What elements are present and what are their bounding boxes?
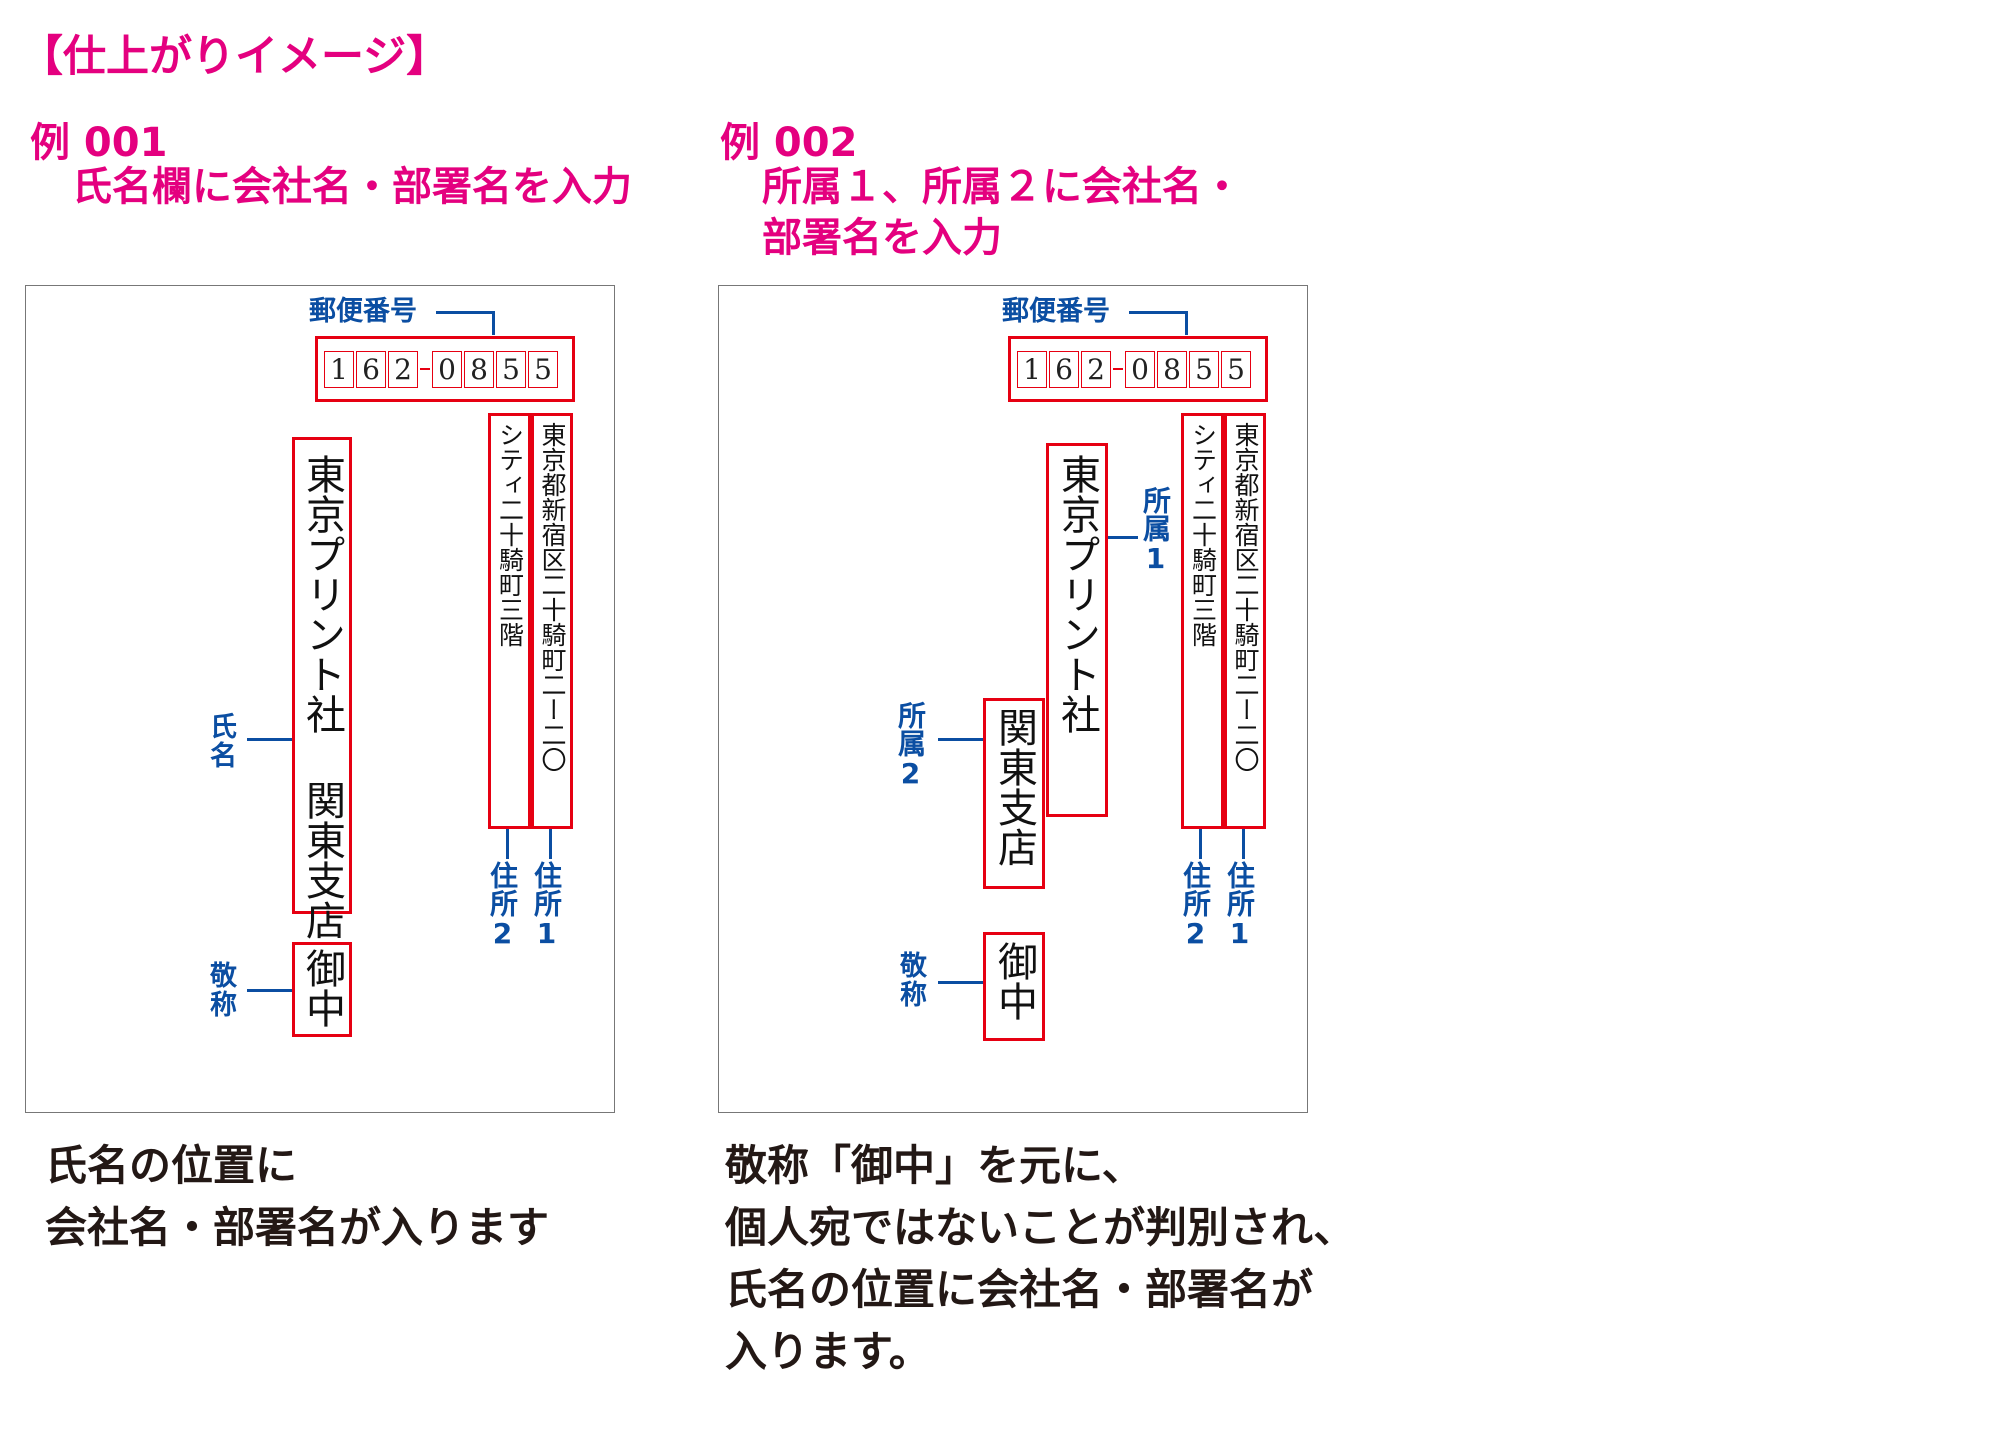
caption-line: 氏名の位置に会社名・部署名が [725,1265,1314,1314]
affiliation-1-connector [1108,536,1138,539]
example-2-subtitle-line: 所属１、所属２に会社名・ [762,164,1242,210]
postal-code-connector-drop [492,311,495,335]
postal-digit: 6 [356,350,386,388]
address-1-label: 住所1 [1223,861,1256,950]
postal-code-label: 郵便番号 [1002,296,1110,327]
postal-code-box: 1 6 2 0 8 5 5 [1008,336,1268,402]
postal-digit: 0 [1125,350,1155,388]
postal-digit: 1 [1017,350,1047,388]
address-1-connector [549,829,552,859]
postal-dash [1113,368,1123,370]
name-connector [247,738,292,741]
example-1-number: 例 001 [30,120,168,166]
honorific-label: 敬称 [205,961,236,1019]
address-1-label: 住所1 [530,861,563,950]
postal-digit: 2 [388,350,418,388]
example-2-envelope-card: 郵便番号 1 6 2 0 8 5 5 東京都新宿区二十騎町二ー二〇 シティ二十騎… [718,285,1308,1113]
postal-code-connector [436,311,494,314]
example-2-number: 例 002 [720,120,858,166]
postal-digit: 6 [1049,350,1079,388]
example-2-subtitle-line: 部署名を入力 [762,215,1002,261]
address-1-field: 東京都新宿区二十騎町二ー二〇 [531,413,573,829]
example-1-subtitle-line: 氏名欄に会社名・部署名を入力 [72,164,632,210]
honorific-label: 敬称 [895,951,926,1009]
postal-code-connector-drop [1185,311,1188,335]
postal-digit: 8 [1157,350,1187,388]
address-2-connector [506,829,509,859]
address-1-connector [1242,829,1245,859]
postal-code-connector [1129,311,1187,314]
postal-digit: 1 [324,350,354,388]
postal-digit: 5 [1189,350,1219,388]
address-2-field: シティ二十騎町三階 [1181,413,1224,829]
page-title: 【仕上がりイメージ】 [20,32,450,82]
postal-digit: 0 [432,350,462,388]
affiliation-2-connector [938,738,983,741]
postal-digit: 8 [464,350,494,388]
postal-digit: 2 [1081,350,1111,388]
honorific-field: 御中 [292,942,352,1037]
affiliation-2-label: 所属2 [894,701,927,790]
honorific-connector [938,981,983,984]
example-2-subtitle: 所属１、所属２に会社名・ 部署名を入力 [762,162,1242,264]
postal-code-label: 郵便番号 [309,296,417,327]
example-1-caption: 氏名の位置に 会社名・部署名が入ります [45,1135,549,1259]
postal-digit: 5 [1221,350,1251,388]
caption-line: 入ります。 [725,1327,931,1376]
name-label: 氏名 [205,712,236,770]
postal-code-box: 1 6 2 0 8 5 5 [315,336,575,402]
affiliation-2-field: 関東支店 [983,698,1045,889]
address-2-label: 住所2 [486,861,519,950]
honorific-connector [247,989,292,992]
example-2-caption: 敬称「御中」を元に、 個人宛ではないことが判別され、 氏名の位置に会社名・部署名… [725,1135,1355,1383]
postal-digit: 5 [496,350,526,388]
name-field: 東京プリント社 関東支店 [292,437,352,940]
address-2-field: シティ二十騎町三階 [488,413,531,829]
postal-digit: 5 [528,350,558,388]
caption-line: 敬称「御中」を元に、 [725,1141,1144,1190]
address-2-connector [1199,829,1202,859]
postal-dash [420,368,430,370]
caption-line: 個人宛ではないことが判別され、 [725,1203,1356,1252]
affiliation-1-label: 所属1 [1139,486,1172,575]
caption-line: 会社名・部署名が入ります [45,1203,550,1252]
honorific-field: 御中 [983,932,1045,1041]
caption-line: 氏名の位置に [45,1141,298,1190]
address-2-label: 住所2 [1179,861,1212,950]
example-1-envelope-card: 郵便番号 1 6 2 0 8 5 5 東京都新宿区二十騎町二ー二〇 シティ二十騎… [25,285,615,1113]
example-1-subtitle: 氏名欄に会社名・部署名を入力 [72,162,632,213]
affiliation-1-field: 東京プリント社 [1046,443,1108,817]
address-1-field: 東京都新宿区二十騎町二ー二〇 [1224,413,1266,829]
